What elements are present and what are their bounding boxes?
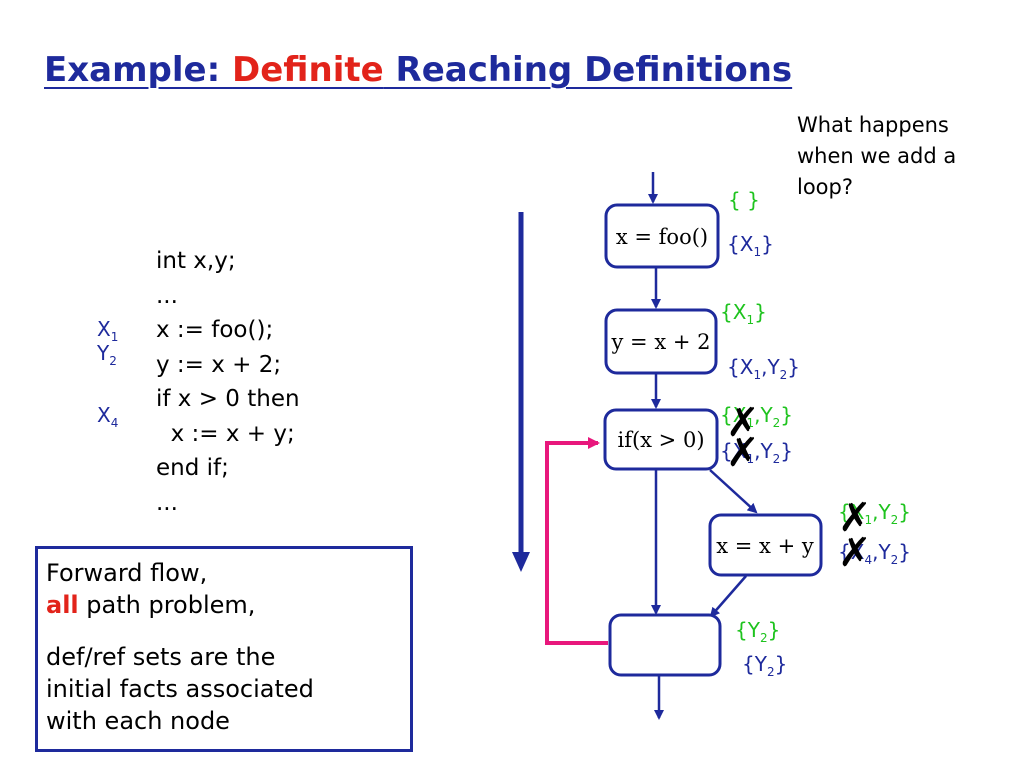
code-line: int x,y;: [156, 248, 236, 274]
title-highlight: Definite: [232, 50, 384, 90]
kill-mark-icon: ✗: [838, 495, 872, 541]
node-if: [603, 408, 719, 471]
set-n1-out: {X1}: [727, 232, 774, 259]
edge-3-4: [709, 469, 758, 514]
kill-mark-icon: ✗: [838, 530, 872, 576]
note-highlight: all: [46, 591, 79, 619]
set-n2-in: {X1}: [720, 300, 767, 327]
code-line: ...: [156, 489, 178, 516]
code-line: y := x + 2;: [156, 351, 282, 378]
loop-back-edge: [545, 437, 608, 645]
code-line: x := x + y;: [156, 420, 295, 447]
node-x-update: [708, 513, 823, 577]
def-label-y2: Y2: [97, 341, 117, 368]
note-line: all path problem,: [46, 591, 256, 619]
edge-4-5: [709, 575, 747, 618]
note-line: Forward flow,: [46, 559, 208, 587]
node-if-label: if(x > 0): [617, 428, 704, 452]
set-n4-in: {X1,Y2}: [838, 500, 912, 527]
code-line: ...: [156, 282, 178, 309]
title-suffix: Reaching Definitions: [383, 50, 793, 90]
def-label-x1: X1: [97, 317, 119, 344]
node-join: [608, 613, 722, 677]
set-n3-out: {X1,Y2}: [720, 439, 794, 466]
node-x-foo: [604, 203, 720, 269]
forward-flow-arrowhead: [512, 552, 530, 572]
title-prefix: Example:: [44, 50, 233, 90]
node-y-assign-label: y = x + 2: [611, 330, 711, 354]
set-n5-in: {Y2}: [735, 618, 781, 645]
node-x-foo-label: x = foo(): [616, 225, 708, 249]
set-n1-in: { }: [728, 188, 760, 212]
set-n5-out: {Y2}: [742, 652, 788, 679]
kill-mark-icon: ✗: [726, 430, 760, 476]
code-line: x := foo();: [156, 317, 274, 343]
set-n4-out: {X4,Y2}: [838, 540, 912, 567]
kill-mark-icon: ✗: [726, 400, 760, 446]
node-x-update-label: x = x + y: [716, 534, 814, 558]
code-line: end if;: [156, 455, 229, 481]
note-line: def/ref sets are the: [46, 643, 276, 671]
note-line: initial facts associated: [46, 675, 314, 703]
set-n3-in: {X1,Y2}: [720, 403, 794, 430]
loop-question: What happens when we add a loop?: [797, 113, 957, 199]
code-listing: int x,y; ... x := foo(); y := x + 2; if …: [156, 244, 300, 520]
page-title: Example: Definite Reaching Definitions: [44, 50, 792, 90]
code-line: if x > 0 then: [156, 386, 300, 412]
def-label-x4: X4: [97, 403, 119, 430]
set-n2-out: {X1,Y2}: [727, 355, 801, 382]
note-line: with each node: [46, 707, 230, 735]
node-y-assign: [604, 308, 718, 375]
note-box: Forward flow, all path problem, def/ref …: [35, 546, 413, 752]
